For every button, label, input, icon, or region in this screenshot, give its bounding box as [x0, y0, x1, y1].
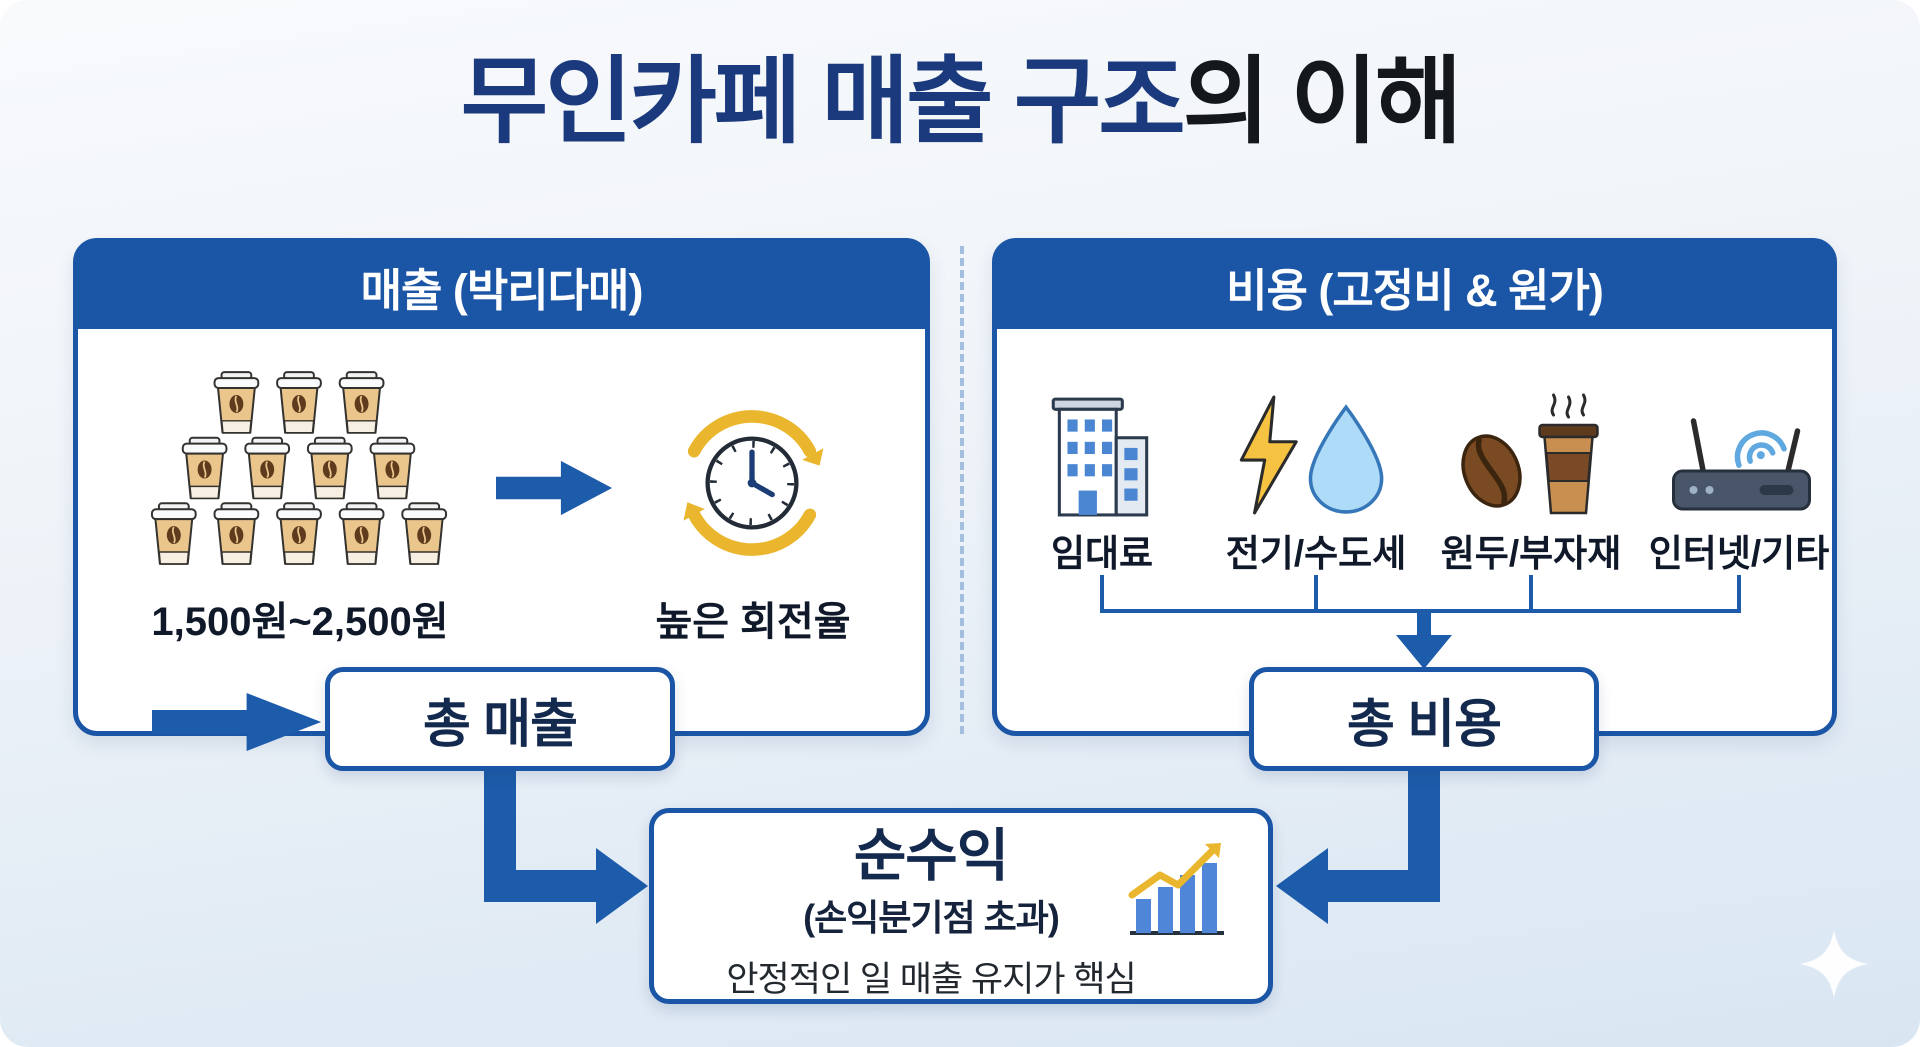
cost-item-label-utilities: 전기/수도세 — [1225, 533, 1407, 574]
arrow-left-icon — [1276, 848, 1328, 924]
sparkle-icon — [1800, 930, 1868, 998]
clock-turnover-icon — [683, 410, 824, 556]
cost-panel-header: 비용 (고정비 & 원가) — [997, 243, 1832, 329]
cost-panel: 비용 (고정비 & 원가) — [992, 238, 1837, 736]
elbow-left-horizontal — [484, 870, 596, 902]
turnover-label: 높은 회전율 — [655, 600, 851, 644]
arrow-right-icon — [152, 693, 322, 751]
net-profit-title: 순수익 — [853, 824, 1009, 888]
total-revenue-label: 총 매출 — [423, 695, 578, 754]
elbow-right-horizontal — [1328, 870, 1440, 902]
bracket-tick — [1100, 575, 1104, 613]
router-wifi-icon — [1672, 418, 1811, 511]
page-title-suffix: 의 이해 — [1182, 49, 1463, 155]
revenue-panel: 매출 (박리다매) — [73, 238, 930, 751]
arrow-down-icon — [1396, 635, 1452, 669]
page-title-main: 무인카페 매출 구조 — [460, 49, 1186, 155]
total-revenue-box: 총 매출 — [325, 667, 675, 771]
bracket-tick — [1737, 575, 1741, 613]
growth-chart-icon — [1128, 843, 1224, 935]
net-profit-caption: 안정적인 일 매출 유지가 핵심 — [726, 959, 1136, 999]
revenue-panel-header: 매출 (박리다매) — [78, 243, 925, 329]
cost-item-label-rent: 임대료 — [1050, 533, 1154, 574]
arrow-right-icon — [596, 848, 648, 924]
total-cost-box: 총 비용 — [1249, 667, 1599, 771]
building-icon — [1051, 397, 1149, 517]
arrow-right-icon — [496, 460, 613, 516]
net-profit-box: 순수익 (손익분기점 초과) 안정적인 일 매출 유지가 핵심 — [649, 808, 1273, 1004]
electricity-water-icon — [1239, 395, 1384, 515]
bracket-stem — [1417, 609, 1431, 637]
page-title: 무인카페 매출 구조의 이해 — [0, 50, 1920, 155]
panel-divider — [960, 246, 964, 734]
total-cost-label: 총 비용 — [1347, 695, 1502, 754]
bracket-tick — [1529, 575, 1533, 613]
coffee-bean-cup-icon — [1461, 393, 1599, 515]
coffee-cup-stack-icon — [150, 371, 448, 565]
net-profit-subtitle: (손익분기점 초과) — [803, 896, 1060, 938]
bracket-tick — [1314, 575, 1318, 613]
price-range-label: 1,500원~2,500원 — [151, 600, 449, 644]
cost-item-label-supplies: 원두/부자재 — [1440, 533, 1622, 574]
cost-item-label-internet: 인터넷/기타 — [1648, 533, 1830, 574]
